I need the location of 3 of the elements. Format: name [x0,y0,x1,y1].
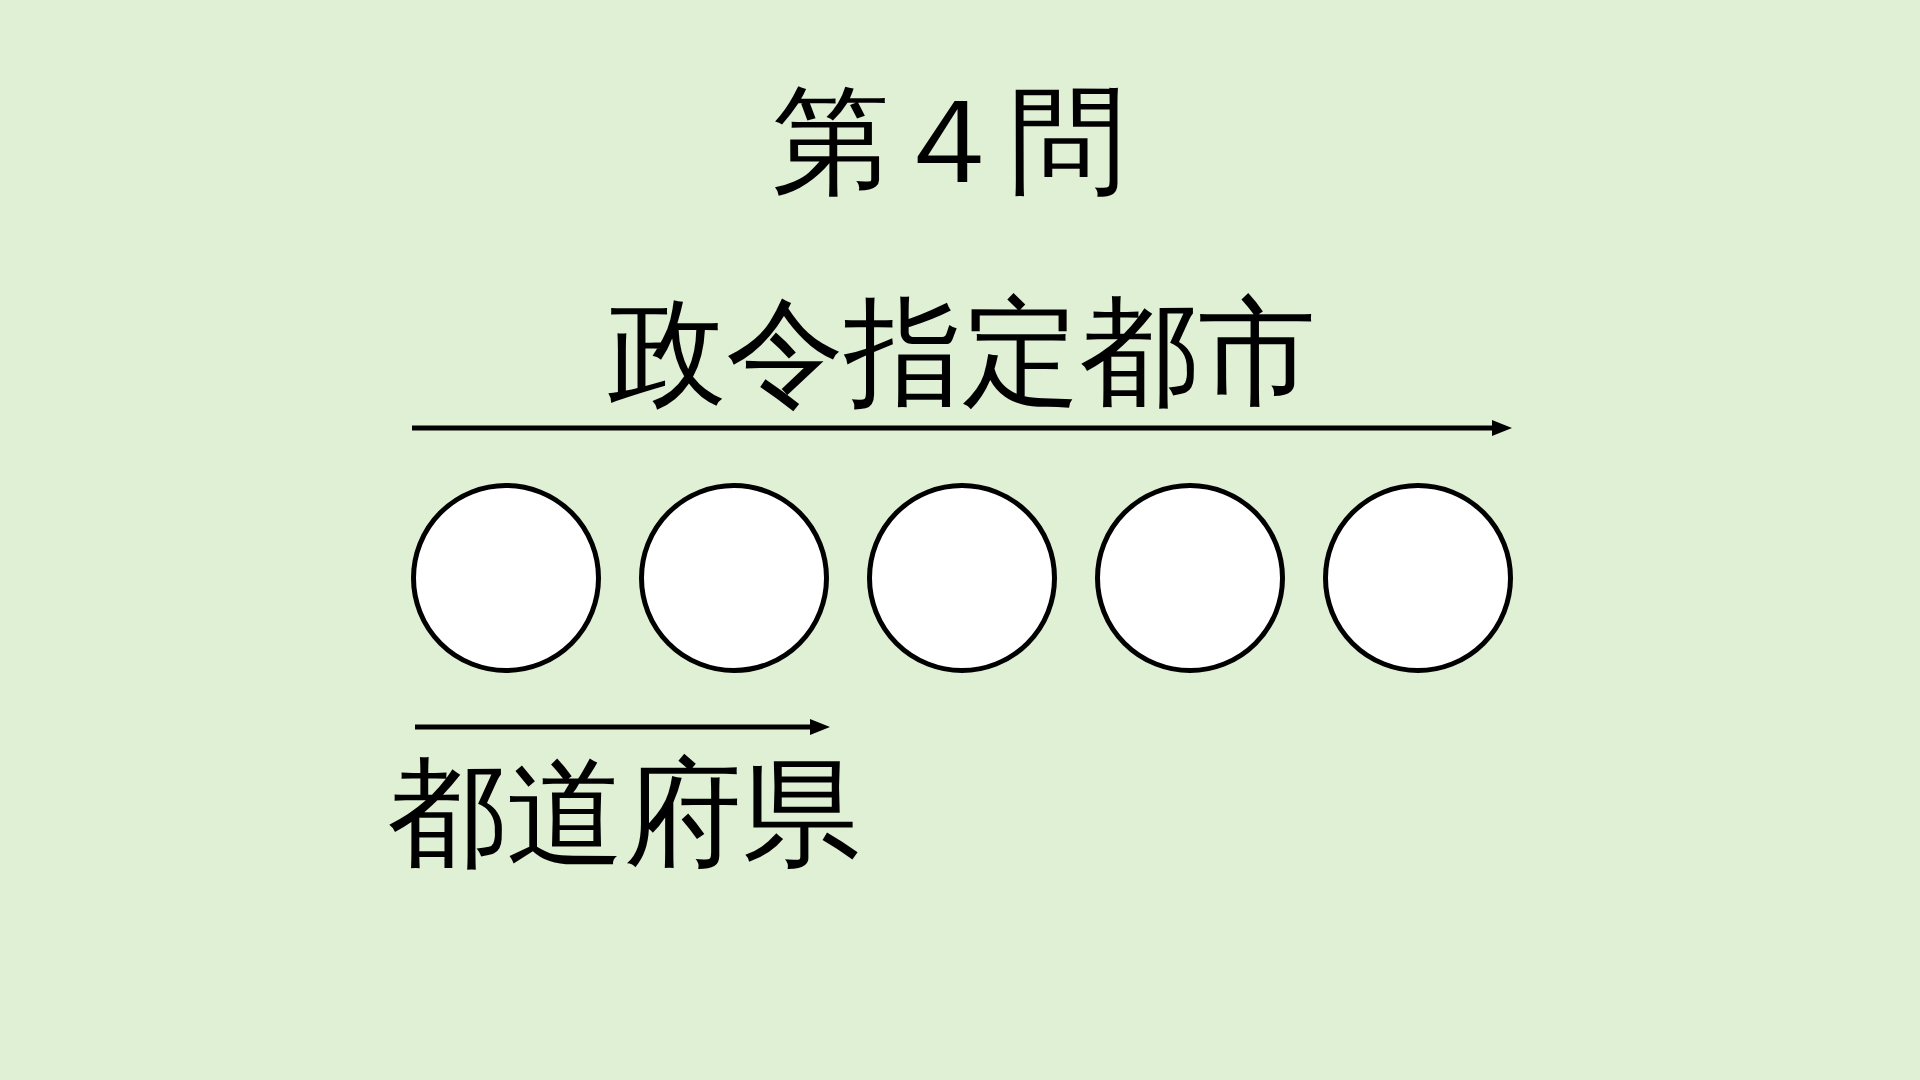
category-label: 政令指定都市 [608,293,1316,411]
quiz-title: 第４問 [772,82,1126,200]
category-label: 都道府県 [388,754,860,872]
